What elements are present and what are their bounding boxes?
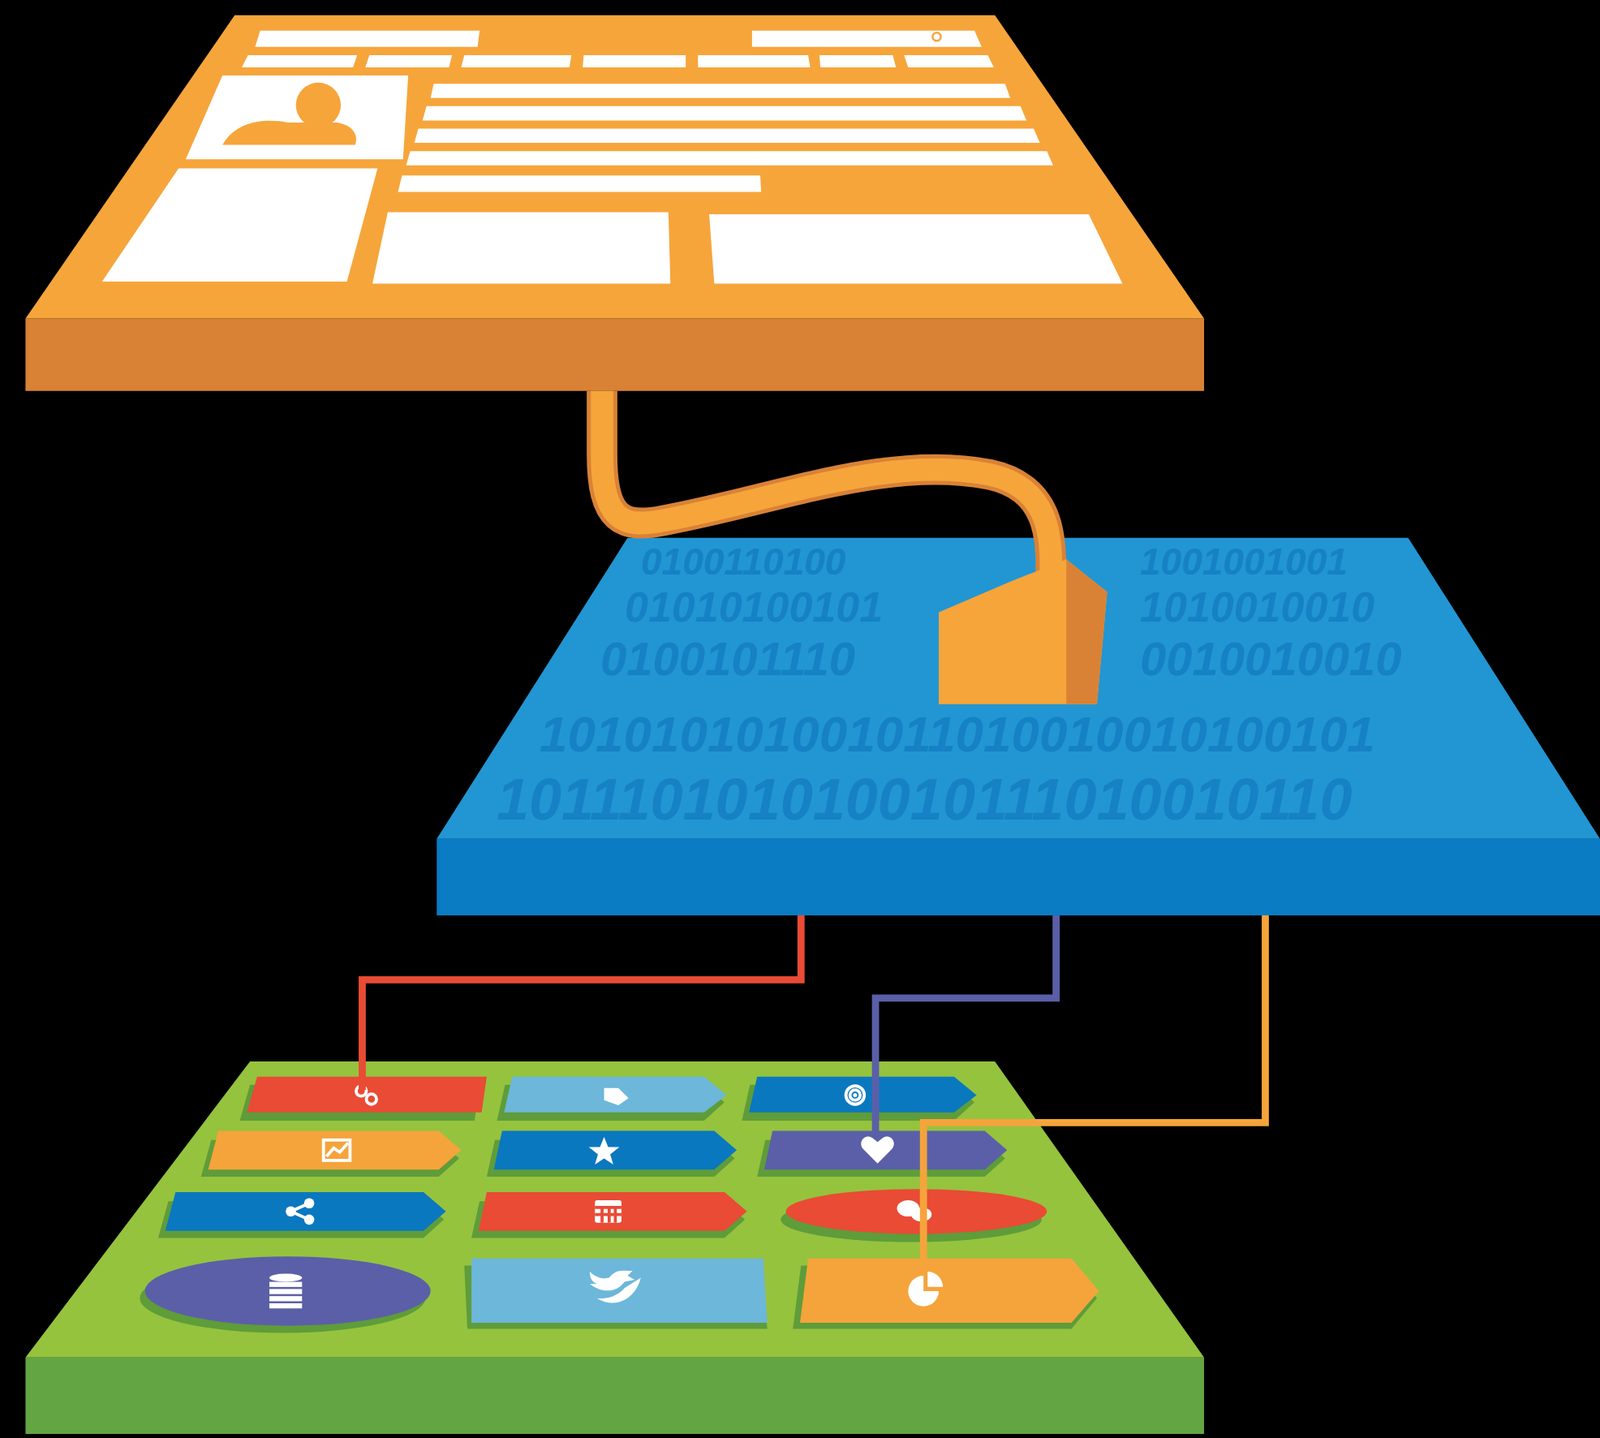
binary-row: 0010010010 [1139,635,1403,683]
binary-row: 1010010010 [1139,585,1375,628]
binary-row: 101010101001011010010010100101 [539,709,1376,760]
binary-row: 0100101110 [600,635,856,683]
binary-row: 1001001001 [1139,542,1348,581]
binary-row: 0100110100 [640,542,846,581]
binary-row: 101110101010010111010010110 [496,769,1352,829]
binary-row: 01010100101 [624,585,883,628]
